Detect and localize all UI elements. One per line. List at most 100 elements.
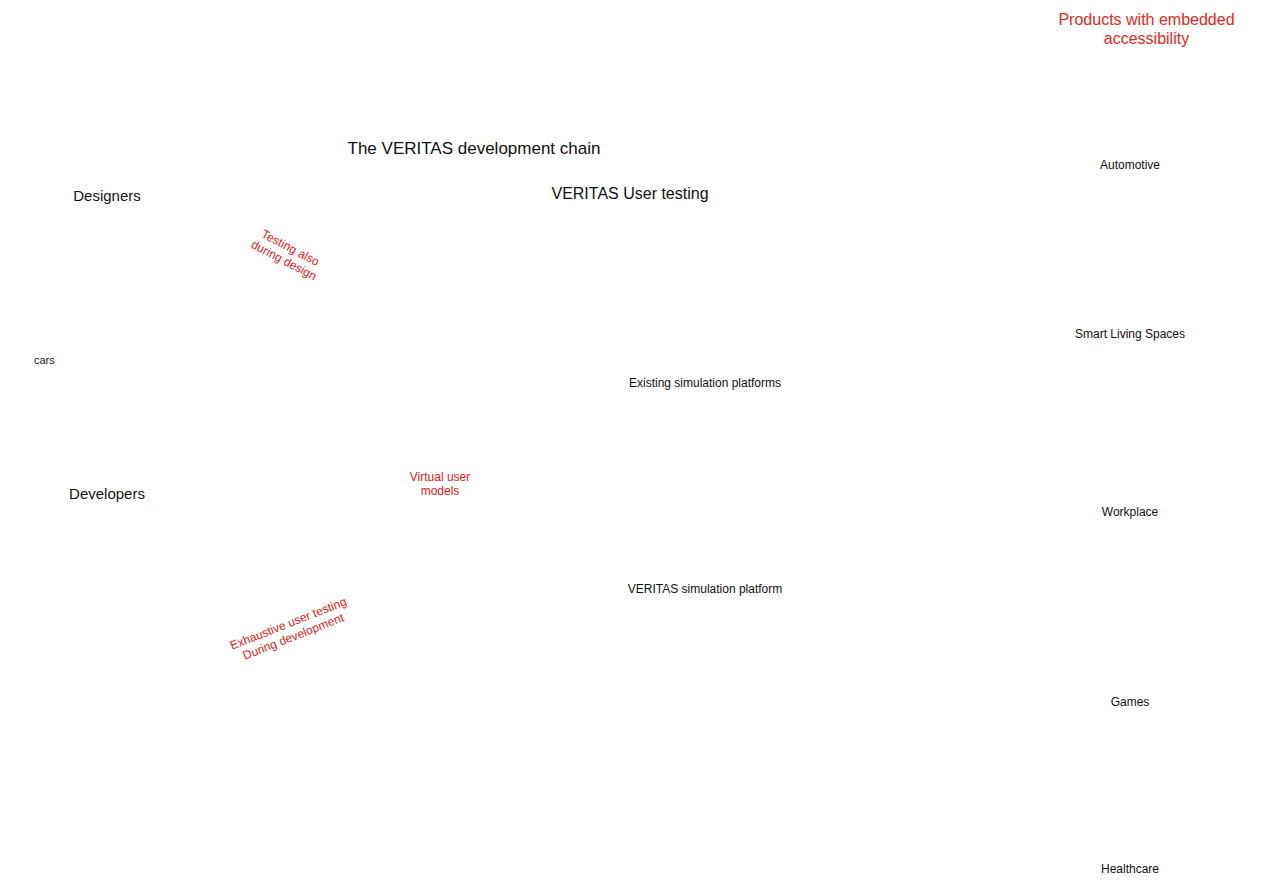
panel-heading-slot: The VERITAS development chain	[8, 139, 940, 159]
healthcare-picture	[1063, 800, 1207, 856]
edge-label: Testing also during design	[239, 220, 334, 288]
box-heading: Designers	[22, 187, 192, 205]
platform-caption: Existing simulation platforms	[615, 376, 795, 390]
gear-icons	[66, 540, 94, 568]
games-picture	[1150, 590, 1180, 606]
gear-icons	[77, 551, 84, 558]
designer-icon	[36, 214, 94, 268]
seat-picture	[40, 580, 114, 686]
house-picture	[1076, 258, 1118, 310]
simulation-room	[646, 446, 694, 476]
workplace-picture	[1093, 440, 1099, 486]
brain-icon	[476, 531, 484, 539]
house-picture	[1118, 258, 1156, 310]
simulation-room	[617, 432, 795, 574]
car-sketch	[30, 298, 112, 352]
workplace-picture	[1063, 370, 1197, 500]
house-picture	[1160, 290, 1194, 291]
house-drawing	[138, 252, 148, 270]
screenshot-window	[644, 274, 700, 277]
screenshot-chart	[668, 298, 793, 370]
virtual-user-circle-outline	[336, 358, 544, 566]
chain-panel-outline	[8, 132, 940, 716]
screenshot-window	[644, 266, 684, 269]
box-heading-slot: Developers	[22, 485, 192, 503]
products-panel-outline	[1031, 2, 1282, 882]
elderly-icon	[1234, 424, 1278, 476]
designer-icon	[36, 214, 94, 268]
simulation-room	[706, 478, 794, 503]
eye-icon	[1238, 255, 1276, 281]
developers-box-outline	[23, 479, 191, 689]
screenshot-chart	[672, 338, 790, 352]
house-drawing	[100, 210, 186, 274]
eye-icon	[352, 356, 390, 382]
house-picture	[1160, 270, 1194, 310]
eye-icon	[1238, 255, 1276, 281]
product-caption-slot: Games	[1050, 695, 1210, 709]
wheelchair-icon	[500, 400, 520, 420]
product-caption-slot: Automotive	[1050, 158, 1210, 172]
wheelchair-icon	[514, 390, 528, 416]
wheelchair-icon	[495, 378, 533, 424]
ear-icon	[1251, 99, 1265, 124]
brain-icon	[466, 518, 506, 560]
brain-icon	[1240, 772, 1276, 814]
products-panel: Products with embedded accessibilityAuto…	[1030, 1, 1283, 883]
gear-icons	[88, 514, 120, 546]
developers-box: Developers	[22, 478, 192, 690]
house-drawing	[157, 242, 167, 251]
product-caption: Automotive	[1050, 158, 1210, 172]
house-picture	[1070, 218, 1160, 268]
healthcare-picture	[1063, 728, 1207, 856]
user-testing-ellipse-outline	[322, 162, 938, 698]
elderly-icon	[1234, 424, 1278, 476]
virtual-user-circle-outline	[335, 357, 545, 567]
edge-label-slot: Exhaustive user testing During developme…	[216, 616, 366, 645]
virtual-user-figure	[433, 395, 447, 409]
car-picture	[1062, 82, 1197, 152]
box-heading-slot: Designers	[22, 187, 192, 205]
screenshot-chart	[668, 298, 793, 370]
simulation-room	[663, 534, 668, 558]
simulation-room	[680, 545, 696, 563]
gear-icons	[100, 526, 108, 534]
house-picture	[1134, 220, 1166, 262]
designers-box: Designers cars	[22, 180, 192, 378]
simulation-room	[705, 468, 795, 504]
healthcare-picture	[1095, 785, 1170, 856]
panel-heading: The VERITAS development chain	[8, 139, 940, 159]
chain-panel-outline	[9, 133, 939, 715]
eye-icon	[366, 364, 376, 374]
games-picture	[1063, 548, 1207, 690]
designer-icon	[73, 220, 85, 232]
wheelchair-icon	[1240, 596, 1276, 642]
ear-icon	[1244, 92, 1272, 130]
model-label-slot: Virtual user models	[398, 470, 482, 499]
designer-icon	[44, 232, 70, 250]
product-caption: Games	[1050, 695, 1210, 709]
eye-icon	[352, 356, 390, 382]
brain-icon	[1246, 781, 1270, 803]
screenshot-window	[616, 236, 716, 306]
car-picture	[1159, 127, 1177, 145]
product-caption: Workplace	[1050, 505, 1210, 519]
virtual-user-circle: Virtual user models	[335, 357, 545, 567]
games-picture	[1063, 548, 1207, 690]
simulation-room	[656, 500, 668, 534]
sketch-caption: cars	[34, 354, 84, 367]
workplace-picture	[1063, 370, 1197, 500]
house-picture	[1177, 270, 1178, 310]
house-picture	[1060, 196, 1200, 324]
user-testing-ellipse: VERITAS User testingVirtual user modelsE…	[322, 162, 938, 698]
chain-panel: The VERITAS development chainDesigners ca…	[8, 132, 940, 716]
laptop-icon	[124, 546, 186, 604]
simulation-room	[706, 525, 794, 547]
laptop-icon	[133, 551, 174, 584]
games-picture	[1075, 660, 1103, 678]
elderly-icon	[1238, 439, 1254, 474]
screenshot-window	[616, 236, 716, 306]
gear-icons	[66, 514, 120, 568]
